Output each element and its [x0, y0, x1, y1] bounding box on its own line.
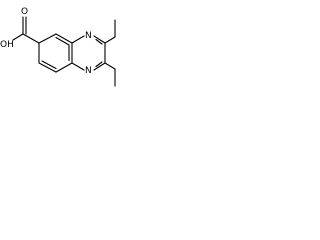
carboxylic-acid-group [12, 16, 40, 44]
atom-label-hydroxyl: OH [0, 40, 14, 50]
bond [93, 62, 106, 71]
ethyl-group-bottom [104, 62, 116, 87]
bond [93, 35, 106, 44]
double-bond-inner [41, 60, 57, 70]
structural-formula: N N OH O [0, 7, 116, 87]
atom-label-carbonyl-oxygen: O [21, 7, 28, 17]
double-bond-inner [95, 61, 103, 68]
double-bond-inner [95, 38, 103, 45]
bond [38, 62, 57, 73]
bond [12, 33, 24, 41]
bond [38, 33, 57, 44]
benzene-ring [38, 33, 73, 73]
bond [71, 62, 85, 71]
bond [71, 35, 85, 44]
bond [55, 33, 73, 44]
bond [22, 33, 40, 44]
ethyl-group-top [104, 19, 116, 44]
pyrazine-ring [71, 35, 106, 71]
bond [55, 62, 73, 73]
bond [104, 36, 116, 44]
bond [104, 62, 116, 70]
atom-label-n-bottom: N [85, 66, 92, 76]
atom-label-n-top: N [85, 31, 92, 41]
double-bond-inner [55, 36, 70, 46]
